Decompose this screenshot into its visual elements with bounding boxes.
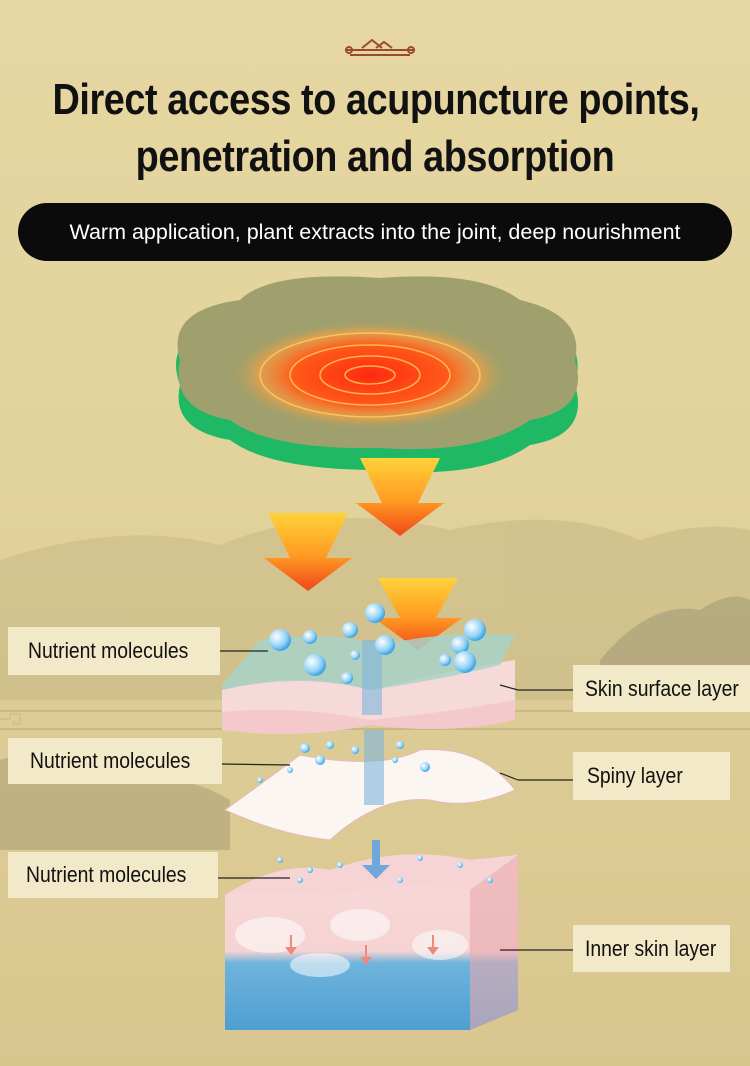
nutrient-bubbles (257, 603, 493, 883)
page-title-line-1: Direct access to acupuncture points, (52, 75, 700, 124)
skin-surface-layer-illustration (222, 633, 515, 734)
subtitle-banner: Warm application, plant extracts into th… (18, 203, 732, 261)
label-nutrient-molecules-3: Nutrient molecules (8, 852, 218, 898)
label-nutrient-molecules-2: Nutrient molecules (8, 738, 222, 784)
label-text: Spiny layer (587, 763, 683, 788)
label-skin-surface-layer: Skin surface layer (573, 665, 750, 712)
label-text: Skin surface layer (585, 675, 739, 701)
arrow-down-icon (264, 513, 352, 591)
label-text: Nutrient molecules (28, 638, 189, 663)
label-text: Nutrient molecules (30, 748, 191, 773)
label-spiny-layer: Spiny layer (573, 752, 730, 800)
arrow-down-icon (356, 458, 444, 536)
label-text: Inner skin layer (585, 935, 717, 961)
label-inner-skin-layer: Inner skin layer (573, 925, 730, 972)
page-title-line-2: penetration and absorption (135, 132, 615, 181)
arrow-down-icon (374, 578, 462, 650)
subtitle-text: Warm application, plant extracts into th… (69, 219, 681, 244)
inner-skin-layer-illustration (225, 840, 518, 1030)
label-text: Nutrient molecules (26, 862, 187, 887)
label-nutrient-molecules-1: Nutrient molecules (8, 627, 220, 675)
herbal-patch-illustration (176, 276, 578, 473)
emblem-icon (345, 38, 415, 56)
leader-lines (218, 650, 573, 951)
spiny-layer-illustration (224, 730, 516, 841)
